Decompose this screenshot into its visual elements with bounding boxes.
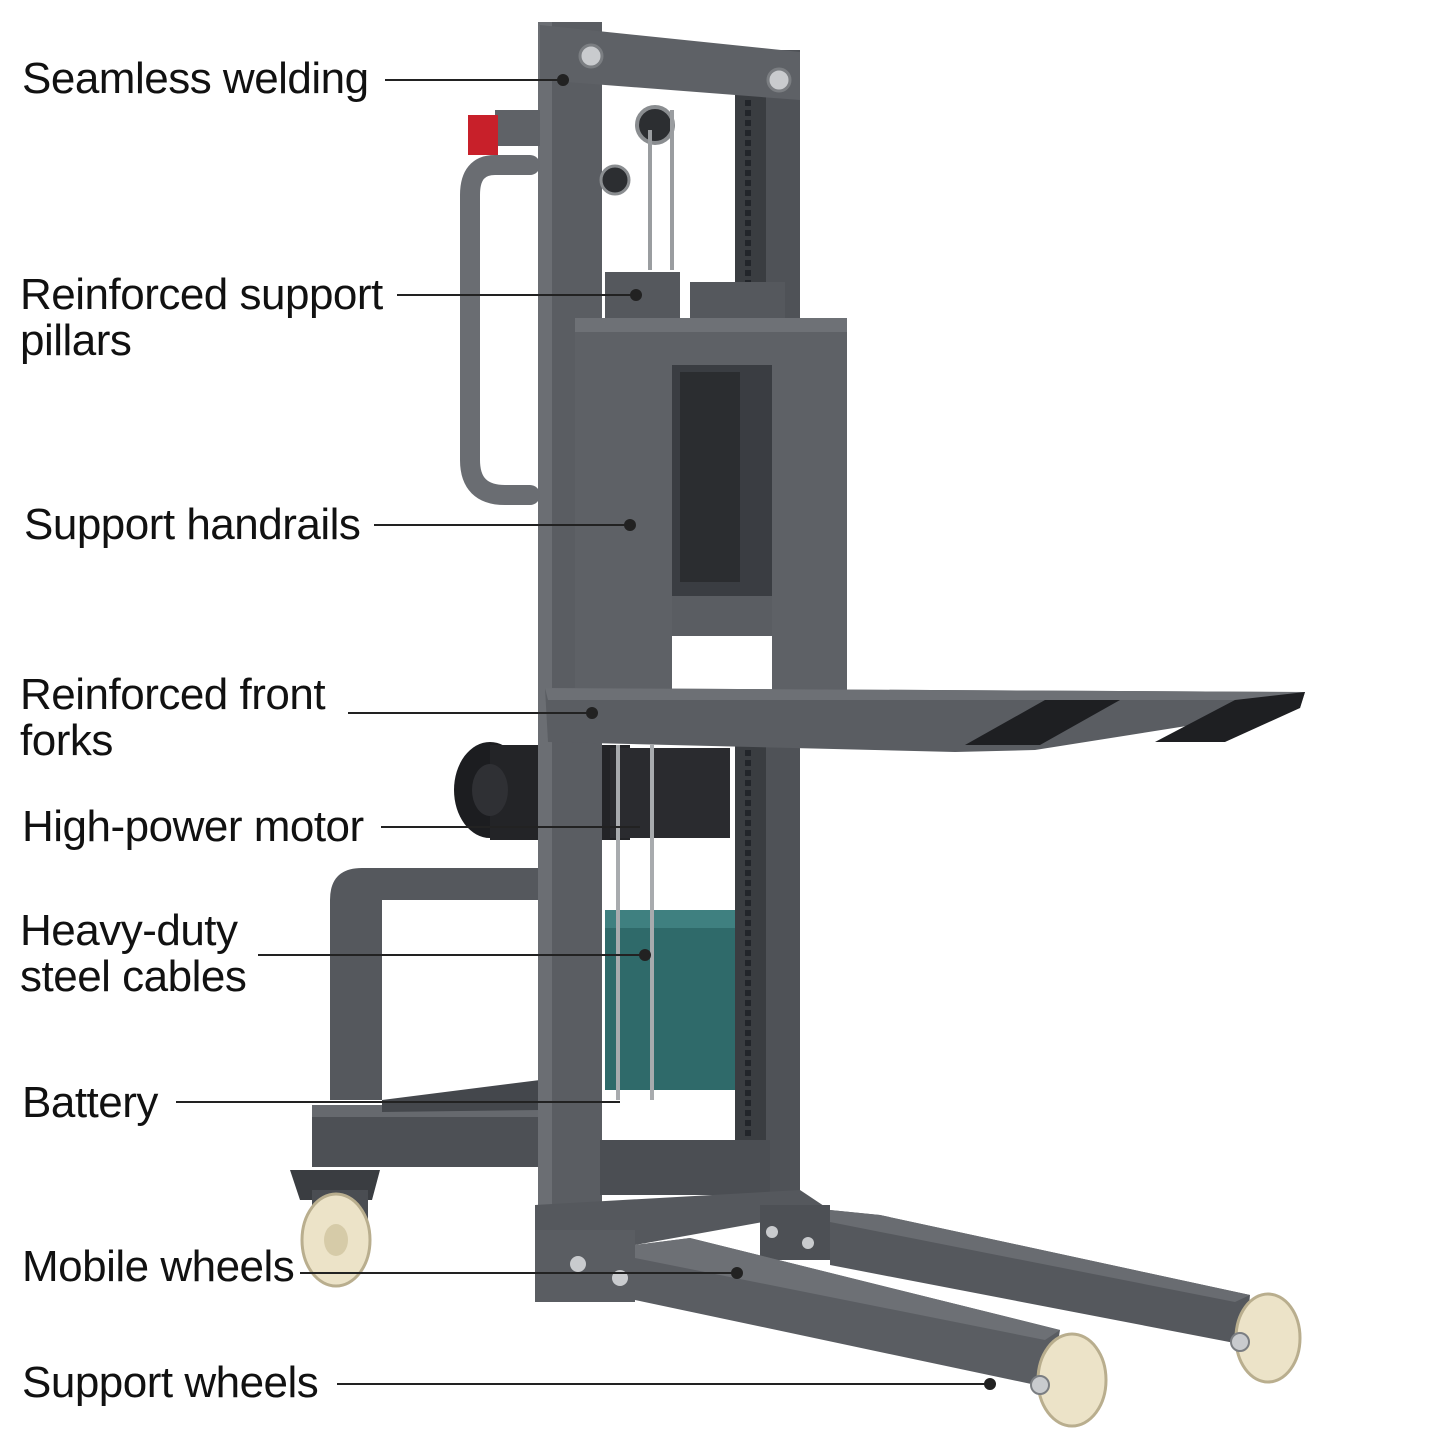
label-forks-line1: Reinforced front — [20, 670, 326, 719]
label-pillars-line2: pillars — [20, 316, 132, 365]
pulleys-and-cables — [599, 105, 675, 1100]
label-reinforced-support-pillars: Reinforced support pillars — [20, 272, 383, 364]
label-seamless-welding: Seamless welding — [22, 56, 369, 102]
label-support-wheels-text: Support wheels — [22, 1358, 319, 1407]
label-battery-text: Battery — [22, 1078, 158, 1127]
label-battery: Battery — [22, 1080, 158, 1126]
label-mobile-wheels-text: Mobile wheels — [22, 1242, 295, 1291]
front-leg-right — [830, 1210, 1250, 1345]
label-cables-line2: steel cables — [20, 952, 247, 1001]
top-crossbar — [540, 25, 800, 100]
label-pillars-line1: Reinforced support — [20, 270, 383, 319]
rear-base-frame — [312, 868, 572, 1167]
battery-box — [605, 910, 735, 1090]
bottom-frame — [535, 1140, 830, 1302]
support-wheel-left — [1030, 1332, 1108, 1428]
label-motor-text: High-power motor — [22, 802, 364, 851]
front-forks — [545, 688, 1305, 752]
label-heavy-duty-steel-cables: Heavy-duty steel cables — [20, 906, 247, 1001]
carriage — [575, 272, 847, 692]
label-high-power-motor: High-power motor — [22, 804, 364, 850]
label-support-wheels: Support wheels — [22, 1358, 319, 1407]
leader-lines — [176, 74, 996, 1390]
rear-caster-wheel — [290, 1170, 380, 1288]
label-support-handrails: Support handrails — [24, 500, 361, 549]
support-wheel-right — [1230, 1292, 1302, 1384]
label-seamless-welding-text: Seamless welding — [22, 54, 369, 103]
label-forks-line2: forks — [20, 716, 113, 765]
label-mobile-wheels: Mobile wheels — [22, 1242, 295, 1291]
label-reinforced-front-forks: Reinforced front forks — [20, 670, 326, 765]
handrail — [460, 110, 540, 505]
label-handrails-text: Support handrails — [24, 500, 361, 549]
label-cables-line1: Heavy-duty — [20, 906, 238, 955]
